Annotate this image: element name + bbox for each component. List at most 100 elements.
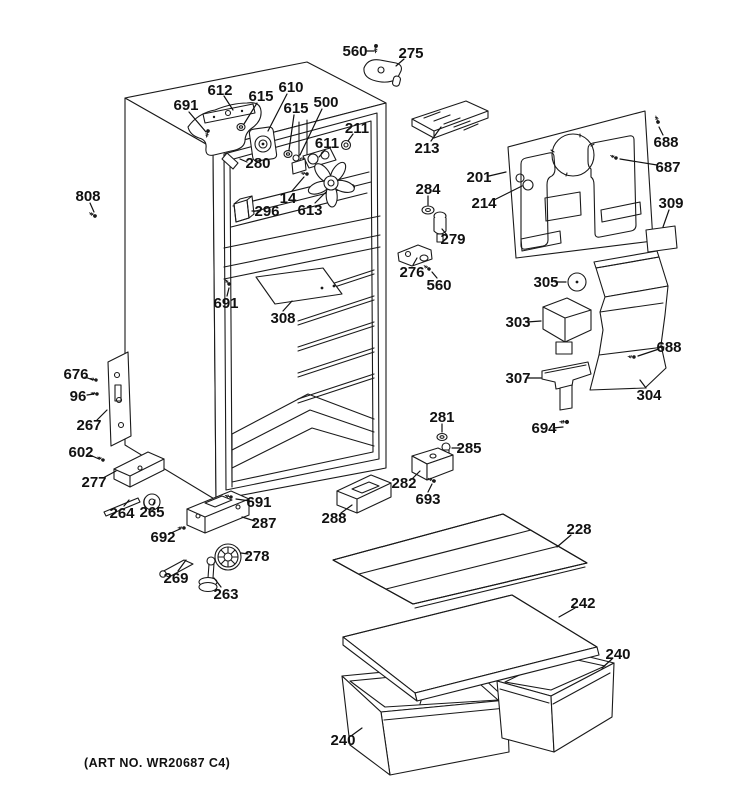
- back-panel: [507, 110, 661, 259]
- cabinet: [124, 61, 387, 501]
- damper-knob: [567, 272, 587, 292]
- callout-214: 214: [471, 195, 497, 212]
- callout-281: 281: [429, 409, 454, 426]
- callout-263: 263: [213, 586, 238, 603]
- callout-leader-240: [350, 727, 363, 737]
- callout-leader-277: [102, 470, 117, 479]
- callout-309: 309: [658, 195, 683, 212]
- callout-282: 282: [391, 475, 416, 492]
- callout-691: 691: [213, 295, 238, 312]
- callout-276: 276: [399, 264, 424, 281]
- bracket-307: [541, 361, 592, 411]
- callout-688: 688: [653, 134, 678, 151]
- callout-leader-560: [431, 271, 438, 279]
- callout-leader-303: [526, 320, 542, 323]
- callout-560: 560: [426, 277, 451, 294]
- callout-leader-201: [488, 171, 507, 177]
- callout-leader-279: [441, 228, 448, 236]
- callout-278: 278: [244, 548, 269, 565]
- callout-leader-615: [243, 102, 258, 125]
- callout-610: 610: [278, 79, 303, 96]
- callout-leader-269: [177, 559, 187, 572]
- lamp-housing: [233, 195, 255, 223]
- callout-leader-691: [188, 111, 207, 133]
- callout-285: 285: [456, 440, 481, 457]
- callout-leader-228: [556, 534, 572, 548]
- callout-240: 240: [605, 646, 630, 663]
- callout-242: 242: [570, 595, 595, 612]
- bracket-287: [177, 490, 250, 534]
- duct-screw: [559, 419, 570, 425]
- shelf-plate: [223, 267, 343, 305]
- callout-leader-242: [558, 607, 576, 618]
- callout-leader-688: [637, 348, 660, 357]
- wheel-278: [214, 543, 242, 571]
- callout-240: 240: [330, 732, 355, 749]
- callout-228: 228: [566, 521, 591, 538]
- callout-296: 296: [254, 203, 279, 220]
- callout-676: 676: [63, 366, 88, 383]
- callout-leader-808: [89, 202, 95, 213]
- bracket-288: [336, 474, 392, 514]
- callout-615: 615: [248, 88, 273, 105]
- bracket-282-group: [411, 432, 454, 484]
- callout-691: 691: [173, 97, 198, 114]
- evaporator-fan-parts: [221, 123, 356, 223]
- callout-602: 602: [68, 444, 93, 461]
- callout-leader-691: [235, 498, 251, 502]
- callout-leader-287: [241, 516, 256, 522]
- callout-280: 280: [245, 155, 270, 172]
- callout-leader-265: [152, 499, 156, 506]
- callout-288: 288: [321, 510, 346, 527]
- callout-leader-280: [239, 158, 248, 163]
- label-card: [645, 225, 678, 253]
- callout-leader-14: [291, 176, 305, 192]
- callout-leader-612: [223, 95, 234, 111]
- top-hinge: [363, 43, 402, 87]
- callout-leader-211: [347, 133, 354, 142]
- side-screw-808: [88, 210, 98, 219]
- bottom-bracket-277: [96, 451, 165, 488]
- callout-leader-309: [662, 209, 670, 228]
- leveling-parts: [159, 556, 218, 593]
- callout-leader-693: [427, 483, 433, 493]
- callout-leader-264: [123, 499, 130, 507]
- callout-693: 693: [415, 491, 440, 508]
- callout-808: 808: [75, 188, 100, 205]
- callout-leader-687: [619, 158, 658, 166]
- roller-parts: [103, 493, 161, 517]
- callout-265: 265: [139, 504, 164, 521]
- callout-305: 305: [533, 274, 558, 291]
- callout-leader-288: [340, 504, 353, 514]
- callout-leader-304: [639, 379, 647, 389]
- callout-leader-500: [299, 108, 323, 156]
- callout-leader-613: [314, 191, 327, 204]
- callout-leader-263: [213, 577, 222, 588]
- callout-611: 611: [315, 135, 339, 152]
- fan-blade: [307, 161, 355, 208]
- callout-201: 201: [466, 169, 491, 186]
- callout-leader-610: [267, 93, 288, 132]
- ice-tray: [411, 100, 489, 139]
- callout-277: 277: [81, 474, 106, 491]
- bracket-303: [542, 297, 592, 355]
- callout-264: 264: [109, 505, 135, 522]
- callout-560: 560: [342, 43, 367, 60]
- callout-287: 287: [251, 515, 276, 532]
- callout-267: 267: [76, 417, 101, 434]
- callout-303: 303: [505, 314, 530, 331]
- callout-leader-694: [552, 426, 564, 429]
- callout-691: 691: [246, 494, 271, 511]
- callout-leader-692: [170, 528, 181, 534]
- callout-leader-688: [658, 126, 664, 136]
- callout-211: 211: [345, 120, 369, 137]
- callout-694: 694: [531, 420, 557, 437]
- callout-leader-213: [430, 126, 442, 142]
- crisper-pan-right: [496, 649, 615, 753]
- callout-leader-676: [84, 376, 94, 381]
- callout-687: 687: [655, 159, 680, 176]
- callout-612: 612: [207, 82, 232, 99]
- callout-leader-308: [282, 300, 293, 312]
- callout-688: 688: [656, 339, 681, 356]
